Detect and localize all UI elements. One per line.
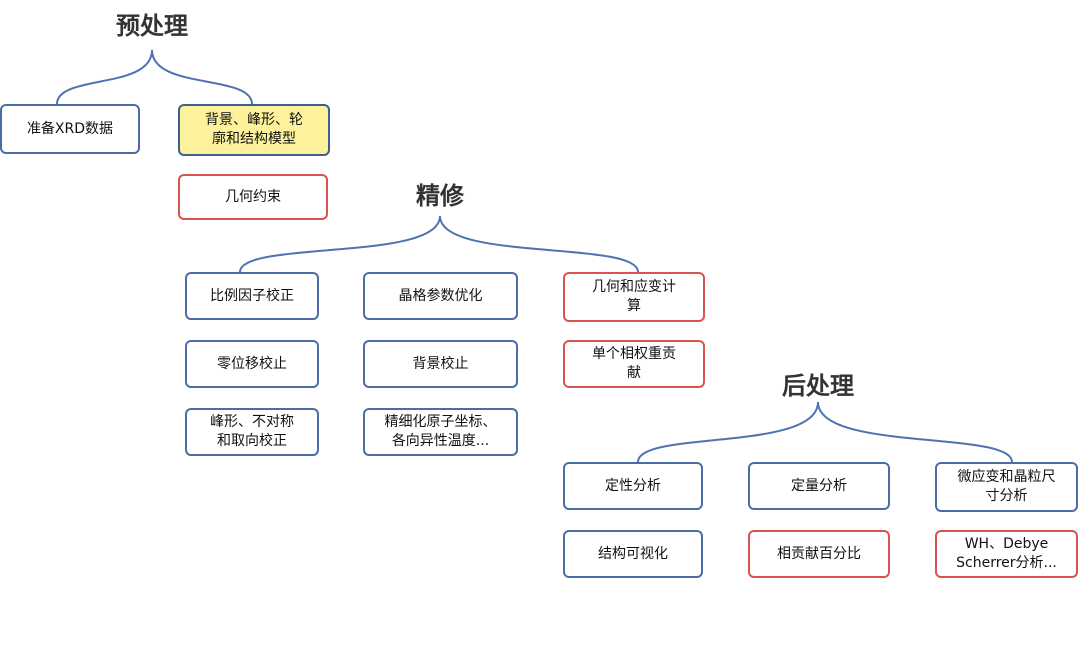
node-label: 定量分析	[791, 477, 847, 494]
node-label: 零位移校止	[217, 355, 287, 372]
node-label: 比例因子校正	[210, 287, 294, 304]
refinement-title: 精修	[416, 182, 464, 210]
structure-visualization-node: 结构可视化	[563, 530, 703, 578]
node-label: 定性分析	[605, 477, 661, 494]
node-label: 背景、峰形、轮 廓和结构模型	[205, 112, 303, 147]
node-label: 单个相权重贡 献	[592, 346, 676, 381]
geometric-constraint-node: 几何约束	[178, 174, 328, 220]
geometry-strain-calculation-node: 几何和应变计 算	[563, 272, 705, 322]
phase-weight-contribution-node: 单个相权重贡 献	[563, 340, 705, 388]
node-label: 几何和应变计 算	[592, 279, 676, 314]
node-label: WH、Debye Scherrer分析...	[956, 536, 1057, 571]
node-label: 晶格参数优化	[398, 287, 483, 304]
prepare-xrd-data-node: 准备XRD数据	[0, 104, 140, 154]
lattice-parameter-optimization-node: 晶格参数优化	[363, 272, 518, 320]
node-label: 背景校止	[412, 355, 469, 372]
microstrain-crystallite-size-node: 微应变和晶粒尺 寸分析	[935, 462, 1078, 512]
refinement-brace	[239, 215, 639, 273]
preprocess-title: 预处理	[116, 12, 188, 40]
quantitative-analysis-node: 定量分析	[748, 462, 890, 510]
qualitative-analysis-node: 定性分析	[563, 462, 703, 510]
preprocess-brace	[56, 49, 253, 105]
wh-debye-scherrer-node: WH、Debye Scherrer分析...	[935, 530, 1078, 578]
node-label: 结构可视化	[598, 545, 668, 562]
scale-factor-correction-node: 比例因子校正	[185, 272, 319, 320]
node-label: 准备XRD数据	[26, 120, 114, 137]
zero-shift-correction-node: 零位移校止	[185, 340, 319, 388]
node-label: 相贡献百分比	[777, 545, 861, 562]
peak-shape-asymmetry-node: 峰形、不对称 和取向校正	[185, 408, 319, 456]
node-label: 峰形、不对称 和取向校正	[210, 414, 294, 449]
node-label: 微应变和晶粒尺 寸分析	[957, 469, 1056, 504]
phase-contribution-percentage-node: 相贡献百分比	[748, 530, 890, 578]
atomic-coordinate-refinement-node: 精细化原子坐标、 各向异性温度...	[363, 408, 518, 456]
node-label: 几何约束	[225, 188, 281, 205]
postprocess-brace	[637, 401, 1013, 463]
postprocess-title: 后处理	[782, 372, 854, 400]
node-label: 精细化原子坐标、 各向异性温度...	[384, 414, 497, 449]
background-peak-model-node: 背景、峰形、轮 廓和结构模型	[178, 104, 330, 156]
background-correction-node: 背景校止	[363, 340, 518, 388]
